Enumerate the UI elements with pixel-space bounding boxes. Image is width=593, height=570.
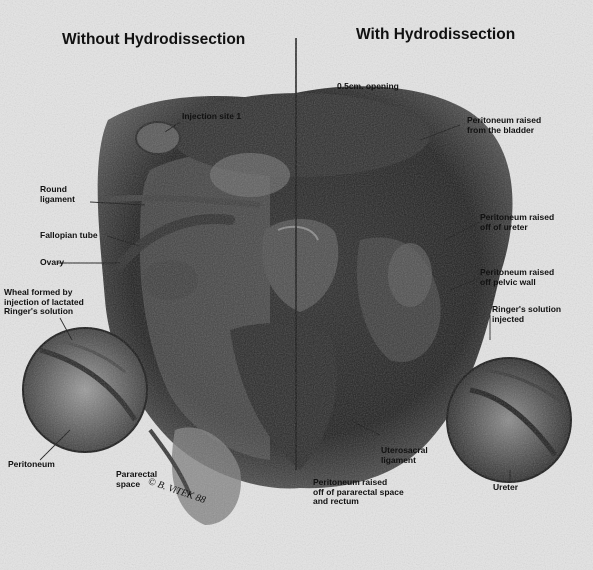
label-injection-site: Injection site 1 <box>182 112 241 122</box>
label-peritoneum: Peritoneum <box>8 460 55 470</box>
label-ovary: Ovary <box>40 258 64 268</box>
label-opening: 0.5cm. opening <box>337 82 399 92</box>
label-peritoneum-raised-pelvic-wall: Peritoneum raised off pelvic wall <box>480 268 554 287</box>
label-round-ligament: Round ligament <box>40 185 75 204</box>
label-fallopian-tube: Fallopian tube <box>40 231 98 241</box>
label-ringers-solution: Ringer's solution injected <box>492 305 561 324</box>
label-ureter: Ureter <box>493 483 518 493</box>
label-peritoneum-raised-pararectal: Peritoneum raised off of pararectal spac… <box>313 478 404 507</box>
heading-without: Without Hydrodissection <box>62 31 245 49</box>
label-uterosacral-ligament: Uterosacral ligament <box>381 446 428 465</box>
heading-with: With Hydrodissection <box>356 26 515 44</box>
label-peritoneum-raised-ureter: Peritoneum raised off of ureter <box>480 213 554 232</box>
label-wheal: Wheal formed by injection of lactated Ri… <box>4 288 84 317</box>
label-peritoneum-raised-bladder: Peritoneum raised from the bladder <box>467 116 541 135</box>
